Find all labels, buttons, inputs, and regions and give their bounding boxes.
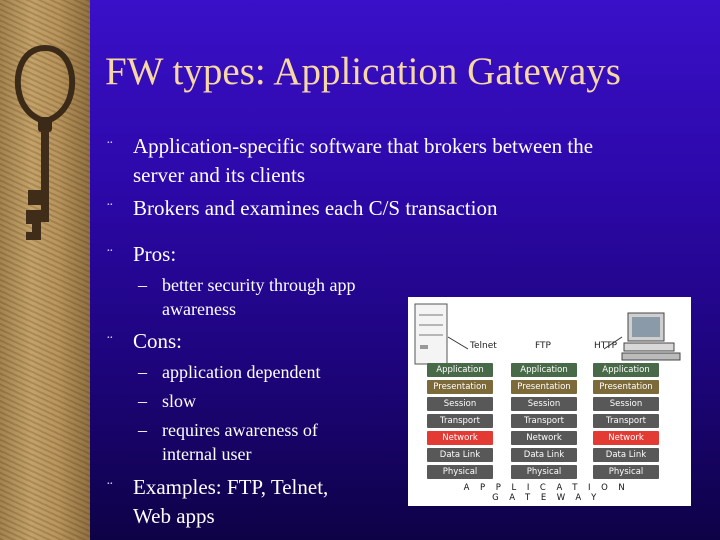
computer-icon [621, 312, 681, 361]
sub-line: awareness [162, 299, 236, 319]
bullet-examines-transactions: ¨ Brokers and examines each C/S transact… [107, 194, 707, 223]
sub-line: better security through app [162, 275, 356, 295]
slide-title: FW types: Application Gateways [105, 50, 621, 93]
label-http: HTTP [594, 341, 618, 351]
layer-data-link: Data Link [593, 448, 659, 462]
layer-presentation: Presentation [593, 380, 659, 394]
skeleton-key-icon [14, 44, 76, 240]
layer-application: Application [511, 363, 577, 377]
bullet-text: Cons: [133, 329, 183, 353]
bullet-line: Application-specific software that broke… [133, 134, 594, 158]
pros-item: – better security through app awareness [138, 273, 398, 321]
layer-physical: Physical [511, 465, 577, 479]
sub-bullet-marker: – [138, 362, 147, 382]
bullet-marker: ¨ [107, 332, 113, 351]
sub-bullet-text: application dependent [162, 362, 321, 382]
bullet-marker: ¨ [107, 199, 113, 218]
layer-network: Network [427, 431, 493, 445]
application-gateway-diagram: Telnet FTP HTTP Application Presentation… [408, 297, 691, 506]
layer-data-link: Data Link [511, 448, 577, 462]
layer-application: Application [593, 363, 659, 377]
bullet-text: Pros: [133, 242, 177, 266]
bullet-brokers-software: ¨ Application-specific software that bro… [107, 132, 707, 190]
bullet-line: Examples: FTP, Telnet, [133, 475, 329, 499]
bullet-marker: ¨ [107, 478, 113, 497]
bullet-pros: ¨ Pros: [107, 240, 407, 269]
bullet-marker: ¨ [107, 137, 113, 156]
layer-transport: Transport [593, 414, 659, 428]
bullet-cons: ¨ Cons: [107, 327, 407, 356]
bullet-line: Web apps [133, 504, 215, 528]
bullet-line: server and its clients [133, 163, 306, 187]
cons-item: – slow [138, 389, 398, 413]
layer-physical: Physical [593, 465, 659, 479]
connector-lines [447, 336, 623, 350]
sub-bullet-marker: – [138, 391, 147, 411]
layer-session: Session [427, 397, 493, 411]
layer-transport: Transport [511, 414, 577, 428]
label-telnet: Telnet [470, 341, 497, 351]
decorative-side-strip [0, 0, 90, 540]
sub-bullet-text: slow [162, 391, 197, 411]
layer-transport: Transport [427, 414, 493, 428]
sub-bullet-text: requires awareness of internal user [162, 418, 318, 466]
layer-presentation: Presentation [427, 380, 493, 394]
layer-session: Session [593, 397, 659, 411]
sub-line: internal user [162, 444, 252, 464]
sub-bullet-marker: – [138, 420, 147, 440]
sub-bullet-marker: – [138, 275, 147, 295]
bullet-examples: ¨ Examples: FTP, Telnet, Web apps [107, 473, 407, 531]
layer-session: Session [511, 397, 577, 411]
bullet-marker: ¨ [107, 245, 113, 264]
layer-data-link: Data Link [427, 448, 493, 462]
bullet-text: Examples: FTP, Telnet, Web apps [133, 473, 328, 531]
layer-network: Network [511, 431, 577, 445]
sub-line: requires awareness of [162, 420, 318, 440]
diagram-caption: APPLICATION GATEWAY [463, 483, 636, 503]
cons-item: – application dependent [138, 360, 398, 384]
layer-physical: Physical [427, 465, 493, 479]
layer-presentation: Presentation [511, 380, 577, 394]
layer-application: Application [427, 363, 493, 377]
label-ftp: FTP [535, 341, 551, 351]
sub-bullet-text: better security through app awareness [162, 273, 355, 321]
cons-item: – requires awareness of internal user [138, 418, 398, 466]
layer-network: Network [593, 431, 659, 445]
bullet-text: Brokers and examines each C/S transactio… [133, 196, 498, 220]
bullet-text: Application-specific software that broke… [133, 132, 593, 190]
